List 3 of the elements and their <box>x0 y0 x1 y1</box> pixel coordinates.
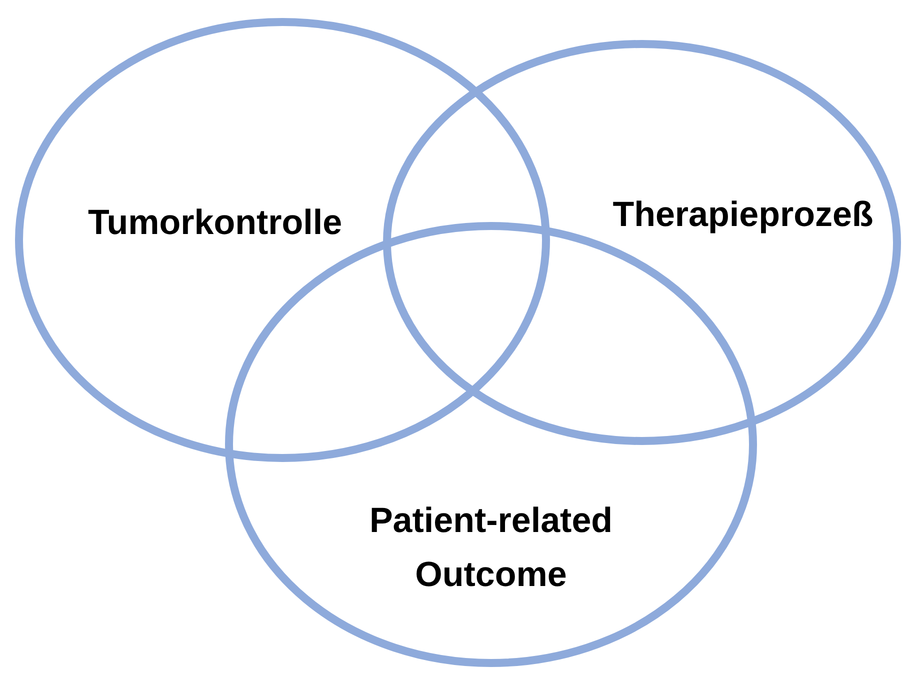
set-label: Tumorkontrolle <box>86 202 344 244</box>
set-label: Therapieprozeß <box>612 194 874 236</box>
set-label: Patient-related Outcome <box>368 500 614 596</box>
